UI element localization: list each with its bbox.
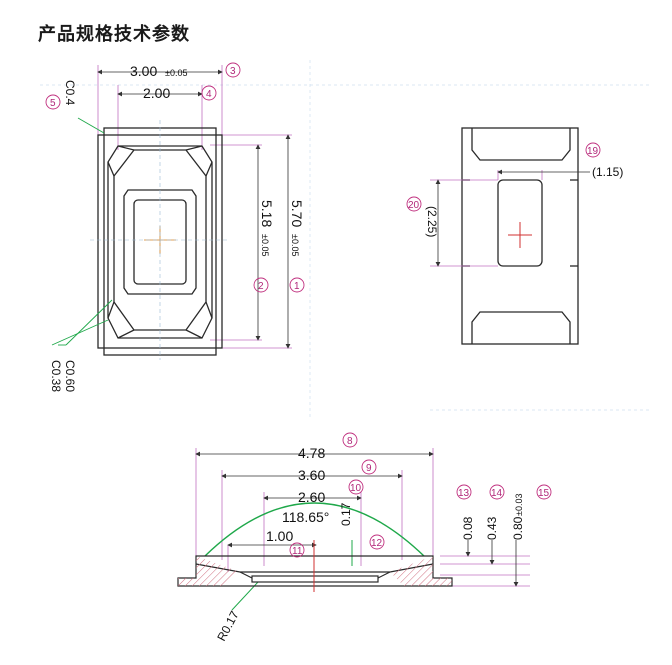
top-view-refs [45,62,305,293]
ref-19: 19 [587,146,599,157]
back-view [461,127,579,345]
side-h3: 0.80 [511,516,525,540]
ref-20: 20 [408,200,420,211]
ref-9: 9 [366,463,372,474]
side-radius: R0.17 [214,608,242,643]
pad-width-dim: (1.15) [592,165,623,179]
ref-12: 12 [371,538,383,549]
chamfer-a-label: C0.60 [63,360,77,392]
guide-lines [40,60,650,420]
ref-5: 5 [50,98,56,109]
page-title: 产品规格技术参数 [38,24,190,45]
chamfer-top-label: C0.4 [63,80,77,106]
ref-10: 10 [350,483,362,494]
ref-15: 15 [538,488,550,499]
side-chip-width: 1.00 [266,528,293,544]
side-h2: 0.43 [485,516,499,540]
side-angle: 118.65° [282,509,329,525]
side-inner-width: 2.60 [298,489,325,505]
ref-8: 8 [347,436,353,447]
ref-14: 14 [491,488,503,499]
top-width-dim: 3.00 [130,63,157,79]
side-view [177,432,552,611]
ref-3: 3 [230,66,236,77]
ref-11: 11 [292,546,303,557]
side-h1: 0.08 [461,516,475,540]
ref-1: 1 [294,281,300,292]
height-dim: 5.70 [289,200,305,227]
ref-13: 13 [458,488,470,499]
top-width-tol: ±0.05 [165,68,187,78]
side-cavity-width: 3.60 [298,467,325,483]
inner-height-dim: 5.18 [259,200,275,227]
ref-4: 4 [206,89,212,100]
chamfer-b-label: C0.38 [49,360,63,392]
back-view-dims [406,142,601,267]
inner-height-tol: ±0.05 [260,234,270,256]
height-tol: ±0.05 [290,234,300,256]
top-view [51,65,292,360]
top-inner-width-dim: 2.00 [143,85,170,101]
ref-2: 2 [258,281,264,292]
side-chip-height: 0.17 [339,502,353,526]
pad-height-dim: (2.25) [425,206,439,237]
side-h3-tol: ±0.03 [514,494,524,516]
side-total-width: 4.78 [298,445,325,461]
